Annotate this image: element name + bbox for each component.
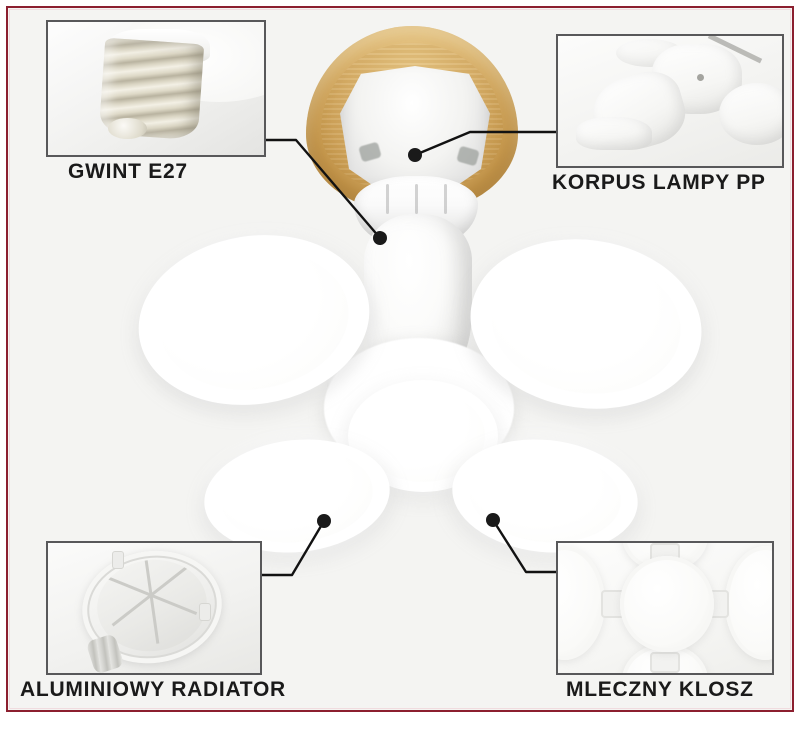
led-lens (149, 237, 359, 403)
frame-edge-left (0, 0, 6, 730)
led-lens (216, 442, 378, 550)
callout-thumb-aluminiowy-radiator (46, 541, 262, 675)
product-photo-stage (8, 8, 792, 710)
collar-rib (444, 184, 447, 214)
e27-base-illustration (48, 22, 264, 155)
frame-edge-top (0, 0, 800, 6)
callout-label-korpus-lampy-pp: KORPUS LAMPY PP (552, 171, 766, 194)
callout-label-gwint-e27: GWINT E27 (68, 160, 188, 183)
callout-label-aluminiowy-radiator: ALUMINIOWY RADIATOR (20, 678, 286, 701)
callout-label-mleczny-klosz: MLECZNY KLOSZ (566, 678, 754, 701)
frame-edge-bottom (0, 712, 800, 730)
frame-edge-right (794, 0, 800, 730)
aluminium-heatsink-illustration (48, 543, 260, 673)
milky-diffuser-illustration (558, 543, 772, 673)
led-lens (482, 242, 690, 406)
pp-housing-illustration (558, 36, 782, 166)
callout-thumb-korpus-lampy-pp (556, 34, 784, 168)
collar-rib (415, 184, 418, 214)
collar-rib (386, 184, 389, 214)
callout-thumb-mleczny-klosz (556, 541, 774, 675)
callout-thumb-gwint-e27 (46, 20, 266, 157)
led-lens (464, 442, 626, 550)
